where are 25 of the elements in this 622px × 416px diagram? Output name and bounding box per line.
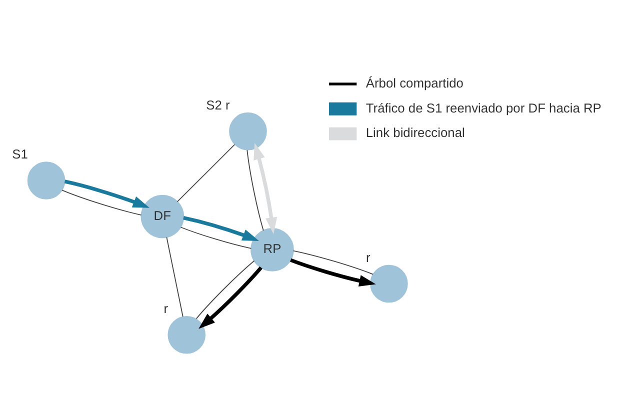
node-label: S2 r [206, 96, 230, 112]
connector [246, 149, 264, 231]
node-circle [168, 315, 206, 354]
legend-label: Tráfico de S1 reenviado por DF hacia RP [366, 100, 602, 115]
connector [176, 144, 236, 202]
connector [166, 236, 184, 317]
connector [196, 260, 255, 319]
node-circle [370, 264, 408, 302]
connector [62, 189, 142, 215]
node-circle: RP [250, 227, 294, 271]
node-circle [27, 161, 66, 199]
connector [180, 226, 252, 248]
arrow [198, 266, 262, 328]
node-circle [229, 112, 267, 150]
legend-label: Árbol compartido [366, 74, 464, 90]
arrow [254, 142, 278, 234]
connector [292, 250, 374, 274]
node-circle: DF [140, 194, 184, 238]
node-label: S1 [12, 146, 28, 162]
node-label: r [164, 300, 168, 316]
node-label: r [366, 249, 370, 264]
legend-label: Link bidireccional [366, 124, 465, 140]
arrow [183, 215, 260, 240]
arrow [290, 258, 376, 286]
arrow [64, 179, 150, 208]
